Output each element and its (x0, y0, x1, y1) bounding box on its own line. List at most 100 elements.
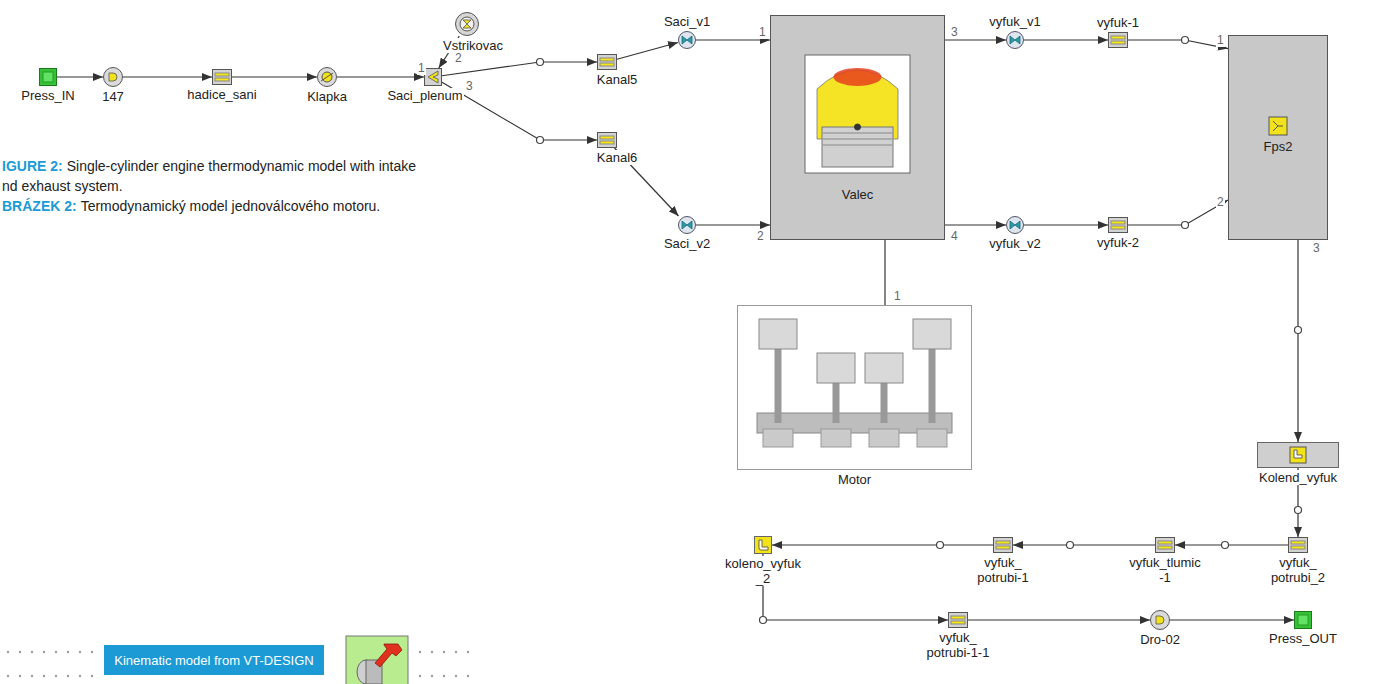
component-shape (737, 305, 972, 470)
component-block: Saci_plenum (424, 68, 442, 86)
flow-connector (1297, 240, 1298, 442)
flow-connector (57, 76, 103, 77)
flow-connector (696, 39, 770, 40)
component-shape (1108, 217, 1128, 233)
flow-connector (696, 224, 770, 225)
component-block: vyfuk_v1 (1006, 31, 1024, 49)
bend-icon (755, 537, 772, 554)
flow-connector (442, 62, 597, 76)
component-label: Saci_v2 (663, 236, 711, 251)
component-block: Kolend_vyfuk (1257, 442, 1339, 468)
component-shape (1150, 610, 1170, 630)
component-block: Saci_v1 (678, 31, 696, 49)
callout-box: Kinematic model from VT-DESIGN (104, 645, 324, 675)
component-block: Vstrikovac (455, 12, 479, 36)
port-anchor: 2 (454, 52, 463, 65)
junction-dot (937, 542, 944, 549)
component-label: vyfuk-1 (1096, 15, 1140, 30)
figure-number: BRÁZEK 2: (2, 198, 77, 214)
pipe-icon (1109, 33, 1128, 48)
caption-text: Termodynamický model jednoválcového moto… (81, 198, 381, 214)
cyl-icon (771, 16, 945, 240)
component-label: Kanal5 (596, 72, 638, 87)
component-shape (1228, 35, 1328, 240)
pipe-icon (949, 613, 968, 628)
flow-connector (232, 76, 317, 77)
port-number: 2 (454, 52, 463, 65)
junction-dot (1295, 507, 1302, 514)
component-block: vyfuk_ potrubi_2 (1288, 537, 1308, 553)
port-number: 3 (1312, 242, 1321, 255)
port-anchor: 1 (417, 62, 426, 75)
port-anchor: 1 (1216, 34, 1225, 47)
component-label: vyfuk_ potrubi-1-1 (920, 630, 997, 660)
port-anchor: 1 (758, 26, 767, 39)
component-block: koleno_vyfuk _2 (754, 536, 772, 554)
component-block: Motor (737, 305, 972, 470)
component-label: 147 (101, 89, 125, 104)
orif-icon (1151, 611, 1170, 630)
component-label: Valec (842, 187, 874, 202)
component-label: Vstrikovac (442, 38, 504, 53)
pipe-icon (1156, 538, 1175, 553)
component-block: Saci_v2 (678, 216, 696, 234)
port-anchor: 2 (756, 230, 765, 243)
component-block: Fps2 (1228, 35, 1328, 240)
component-shape (678, 31, 696, 49)
flow-connector (772, 544, 993, 545)
component-block: Klapka (317, 67, 337, 87)
caption-text: Single-cylinder engine thermodynamic mod… (67, 158, 416, 174)
band-icon (1258, 443, 1339, 468)
junction-dot (1182, 37, 1189, 44)
flow-connector (968, 619, 1150, 620)
component-shape (455, 12, 479, 36)
port-number: 4 (950, 230, 959, 243)
flow-connector (1024, 39, 1108, 40)
component-label: vyfuk_ potrubi-1 (971, 555, 1035, 585)
flow-connector (945, 224, 1006, 225)
component-block: Valec (770, 15, 945, 240)
component-shape (317, 67, 337, 87)
component-block: Kanal5 (597, 54, 617, 70)
component-label: Kolend_vyfuk (1258, 470, 1338, 485)
component-block: vyfuk_tlumic -1 (1155, 537, 1175, 553)
pipe-icon (1289, 538, 1308, 553)
port-number: 2 (756, 230, 765, 243)
flow-connector (337, 76, 424, 77)
plen-icon (425, 69, 442, 86)
flow-connector (945, 39, 1006, 40)
component-label: Kinematic model from VT-DESIGN (114, 653, 313, 668)
connector-group (57, 36, 1298, 620)
component-label: vyfuk-2 (1096, 235, 1140, 250)
component-block: Press_IN (39, 68, 57, 86)
component-block: Dro-02 (1150, 610, 1170, 630)
component-label: vyfuk_v2 (988, 236, 1041, 251)
port-anchor: 1 (893, 290, 902, 303)
port-number: 1 (417, 62, 426, 75)
component-block: Press_OUT (1294, 611, 1312, 629)
blue-icon (104, 645, 324, 675)
component-block: Kanal6 (597, 132, 617, 148)
junction-dot (1182, 222, 1189, 229)
port-number: 3 (950, 26, 959, 39)
valve-icon (679, 217, 696, 234)
bc-icon (40, 69, 57, 86)
junction-dot (1067, 542, 1074, 549)
component-shape (1288, 537, 1308, 553)
component-shape (103, 67, 123, 87)
flow-connector (1175, 544, 1288, 545)
pipe-icon (213, 70, 232, 85)
junction-dot (760, 617, 767, 624)
port-anchor: 3 (950, 26, 959, 39)
component-label: Kanal6 (596, 150, 638, 165)
port-anchor: 3 (465, 80, 474, 93)
component-shape (754, 536, 772, 554)
inj-icon (456, 13, 479, 36)
bc-icon (1295, 612, 1312, 629)
component-shape (1294, 611, 1312, 629)
caption-text: nd exhaust system. (2, 178, 123, 194)
component-shape (678, 216, 696, 234)
component-shape (1006, 216, 1024, 234)
port-number: 1 (893, 290, 902, 303)
component-shape (1006, 31, 1024, 49)
